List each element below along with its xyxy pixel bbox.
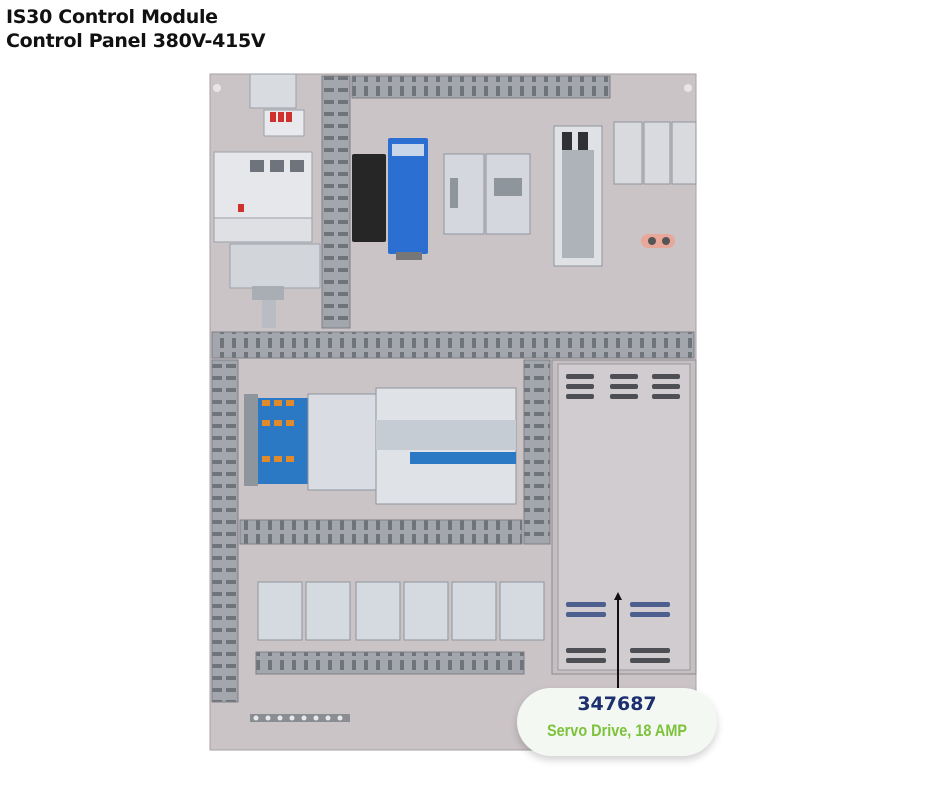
- wire-duct-top: [351, 75, 611, 99]
- wire-duct-left-bottom: [211, 359, 239, 703]
- part-number: 347687: [577, 693, 657, 715]
- ground-bar-icon: [250, 714, 350, 722]
- power-supply-icon: [352, 138, 428, 260]
- callout-arrow: [614, 592, 622, 688]
- part-callout: 347687 Servo Drive, 18 AMP: [517, 688, 717, 756]
- servo-drive-icon: [551, 359, 697, 675]
- page-title-line-2: Control Panel 380V-415V: [6, 30, 266, 52]
- wire-duct-center-vertical: [523, 359, 551, 545]
- wire-duct-middle-horizontal: [211, 331, 695, 359]
- contactor-icon: [443, 153, 531, 235]
- plc-module-icon: [213, 73, 321, 328]
- relay-icon: [257, 581, 545, 641]
- wire-duct-left-top: [321, 75, 351, 329]
- circuit-breaker-icon: [613, 121, 697, 185]
- terminal-block-icon: [244, 393, 377, 491]
- fuse-holder-icon: [553, 125, 603, 267]
- cable-grommet-icon: [641, 234, 675, 248]
- page-title-line-1: IS30 Control Module: [6, 6, 218, 28]
- wire-duct-lower-horizontal: [239, 519, 523, 545]
- part-description: Servo Drive, 18 AMP: [546, 721, 688, 740]
- circuit-breaker-icon: [375, 387, 517, 505]
- wire-duct-relay-row: [255, 651, 525, 675]
